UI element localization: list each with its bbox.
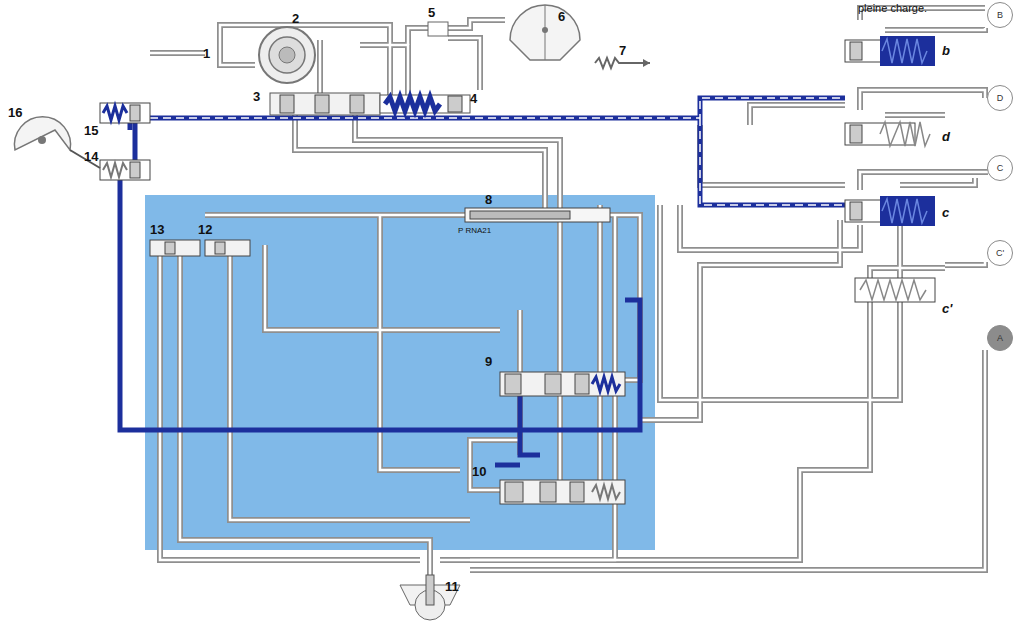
callout-number: 8: [485, 193, 492, 206]
callout-number: 14: [84, 150, 98, 163]
callout-number: 2: [292, 12, 299, 25]
callout-number: 10: [472, 465, 486, 478]
callout-number: 1: [203, 47, 210, 60]
pressure-port-circle: B: [987, 2, 1013, 28]
callout-number: 9: [485, 355, 492, 368]
callout-number: c': [942, 302, 952, 315]
callout-number: d: [942, 130, 950, 143]
callout-number: 15: [84, 124, 98, 137]
callout-number: 11: [445, 580, 459, 593]
callout-number: b: [942, 44, 950, 57]
callout-number: pleine charge.: [858, 3, 927, 14]
callout-number: 4: [470, 92, 477, 105]
callout-number: 3: [253, 90, 260, 103]
callout-number: 16: [8, 106, 22, 119]
pressure-port-circle: A: [987, 325, 1013, 351]
port-letter: D: [997, 93, 1004, 103]
callout-number: 7: [619, 44, 626, 57]
port-letter: B: [997, 10, 1003, 20]
callout-number: 12: [198, 223, 212, 236]
callout-number: 13: [150, 223, 164, 236]
port-letter: A: [997, 333, 1003, 343]
valve-body-area: [145, 195, 655, 550]
callout-number: P RNA21: [458, 227, 491, 235]
port-letter: C': [996, 248, 1004, 258]
pressure-port-circle: C: [987, 155, 1013, 181]
pressure-port-circle: C': [987, 240, 1013, 266]
callout-number: 6: [558, 10, 565, 23]
callout-number: 5: [428, 6, 435, 19]
port-letter: C: [997, 163, 1004, 173]
pressure-port-circle: D: [987, 85, 1013, 111]
callout-number: c: [942, 206, 949, 219]
